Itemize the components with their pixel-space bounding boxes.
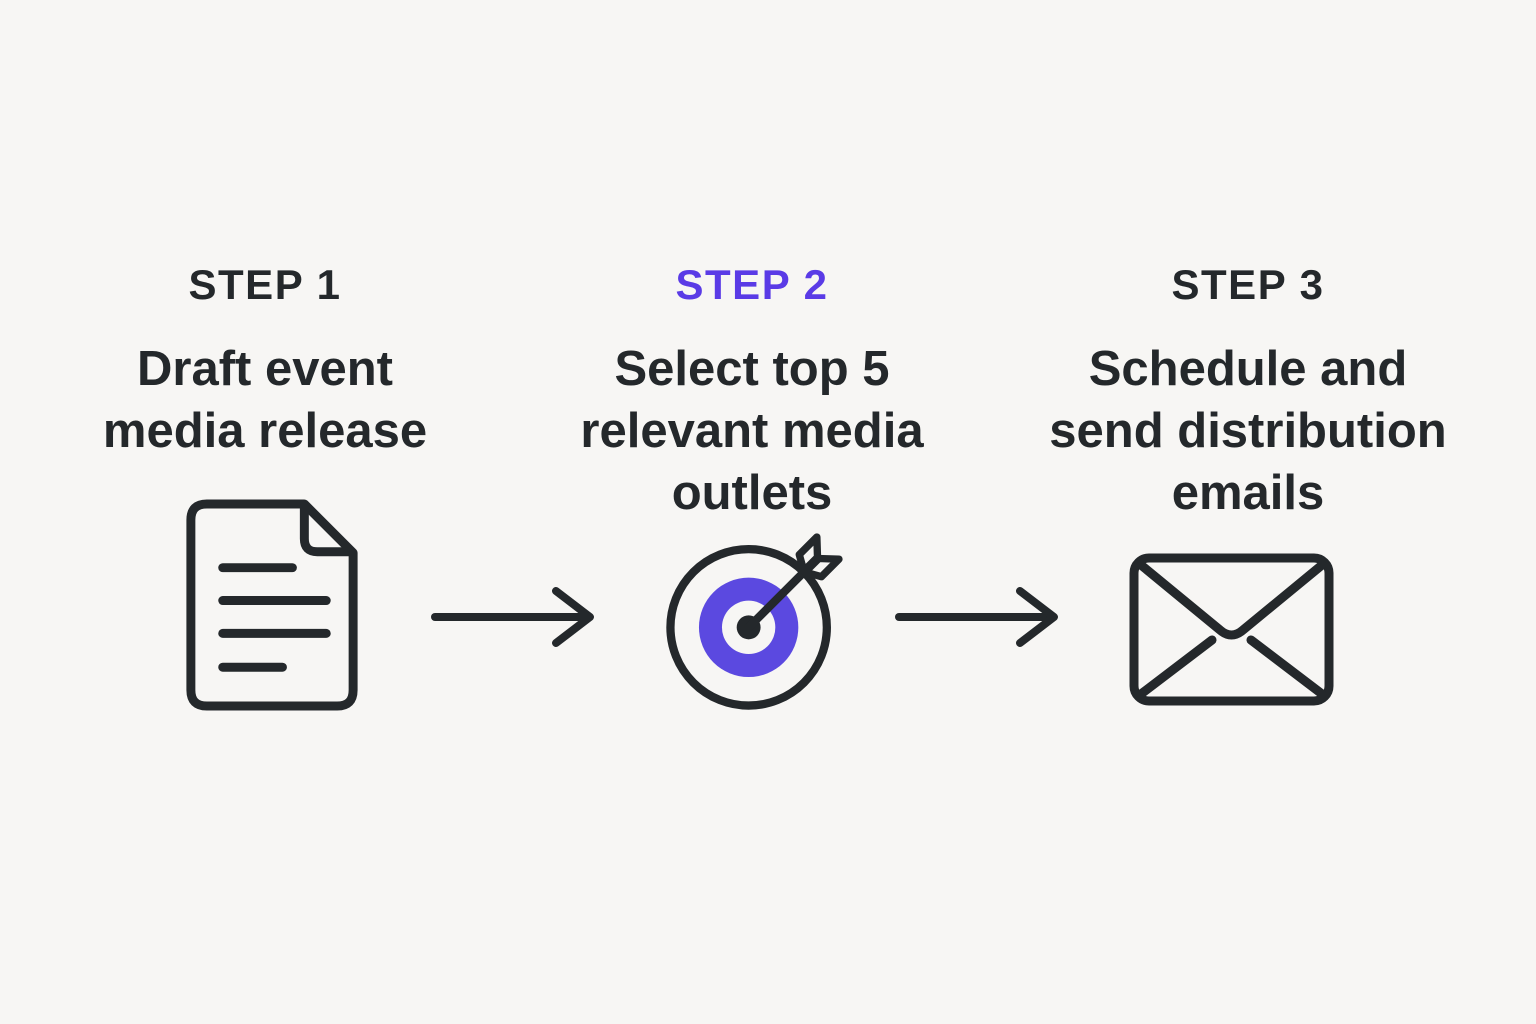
step-3-label: STEP 3 <box>1171 261 1325 308</box>
envelope-icon <box>1128 552 1335 707</box>
arrow-right-icon <box>894 585 1064 649</box>
document-icon <box>184 498 360 712</box>
step-3-title: Schedule and send distribution emails <box>1049 342 1447 520</box>
step-1-title: Draft event media release <box>102 342 428 458</box>
step-3: STEP 3 Schedule and send distribution em… <box>1023 262 1473 524</box>
step-1-label: STEP 1 <box>188 261 342 308</box>
step-2-label: STEP 2 <box>675 261 829 308</box>
step-2-title: Select top 5 relevant media outlets <box>580 342 924 520</box>
arrow-right-icon <box>430 585 600 649</box>
step-2: STEP 2 Select top 5 relevant media outle… <box>527 262 977 524</box>
target-icon <box>664 528 848 712</box>
step-1: STEP 1 Draft event media release <box>40 262 490 462</box>
